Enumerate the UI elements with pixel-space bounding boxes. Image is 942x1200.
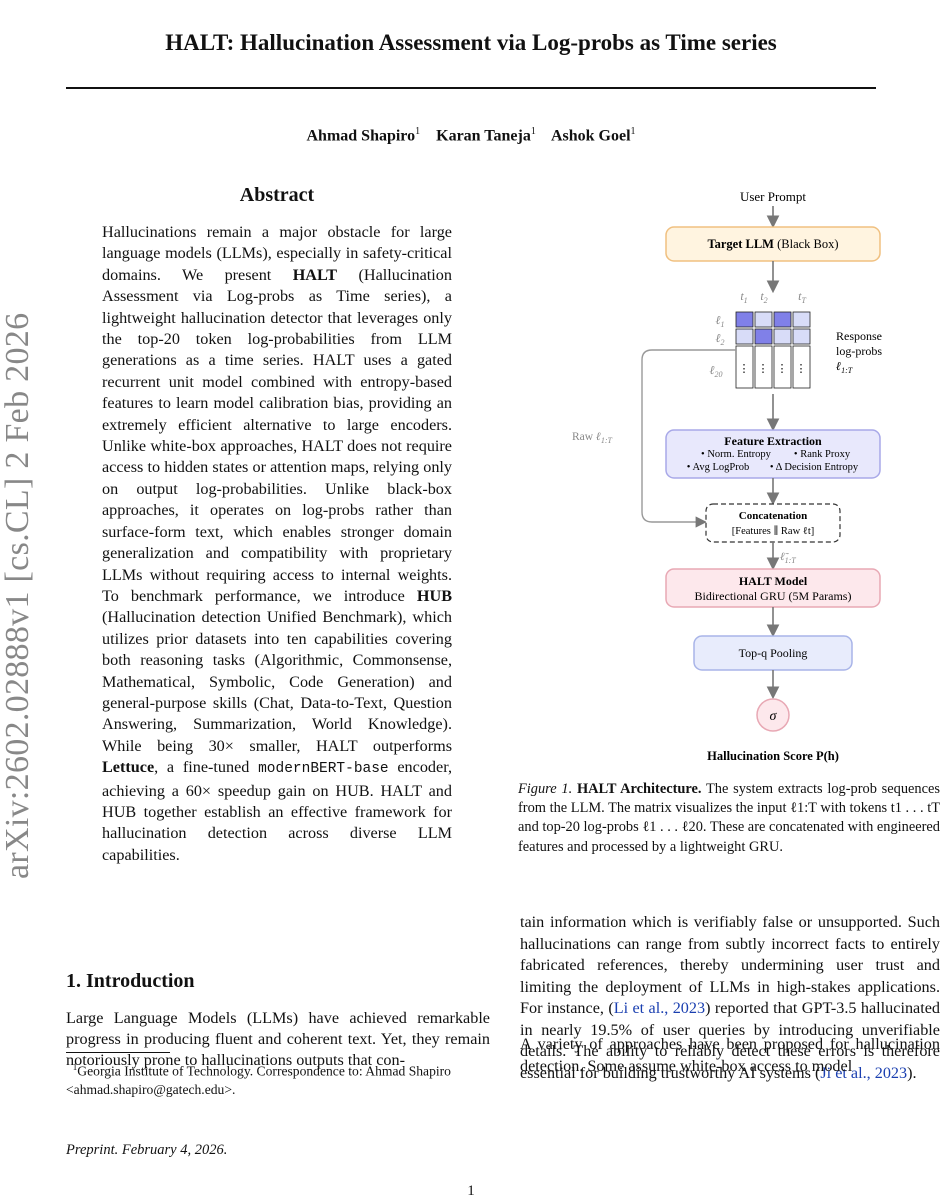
row-label: ℓ1 — [716, 313, 725, 329]
halt-architecture-figure: User Prompt Target LLM (Black Box) t1 t2… — [572, 189, 882, 763]
page-number: 1 — [467, 1183, 475, 1199]
sigmoid-node — [756, 698, 790, 732]
token-label: tT — [798, 289, 806, 305]
sigma-label: σ — [770, 709, 778, 724]
row-label: ℓ2 — [716, 331, 725, 347]
hub-name: HUB — [416, 586, 452, 605]
footnote: 1Georgia Institute of Technology. Corres… — [66, 1062, 451, 1097]
hallucination-score-label: Hallucination Score P(h) — [707, 749, 839, 763]
right-column-paragraph-1: tain information which is verifiably fal… — [520, 913, 941, 1082]
ell-tilde-label: ℓ̃1:T — [780, 551, 796, 565]
svg-text:⋮: ⋮ — [777, 363, 788, 375]
figure-caption: Figure 1. HALT Architecture. The system … — [518, 781, 940, 855]
arxiv-id: arXiv:2602.02888v1 [cs.CL] 2 Feb 2026 — [0, 312, 36, 879]
abstract-heading: Abstract — [239, 184, 315, 206]
concatenation-formula: [Features ∥ Raw ℓt] — [732, 525, 814, 537]
feature-item: • Δ Decision Entropy — [770, 462, 859, 473]
svg-text:⋮: ⋮ — [758, 363, 769, 375]
raw-label: Raw ℓ1:T — [572, 431, 613, 445]
user-prompt-label: User Prompt — [740, 189, 806, 204]
feature-item: • Norm. Entropy — [701, 449, 772, 460]
title-rule-top — [66, 87, 876, 89]
feature-extraction-title: Feature Extraction — [724, 434, 822, 448]
lettuce-name: Lettuce — [102, 758, 155, 777]
halt-name: HALT — [292, 265, 338, 284]
response-label: Response — [836, 329, 882, 343]
feature-item: • Avg LogProb — [687, 462, 749, 473]
intro-paragraph: Large Language Models (LLMs) have achiev… — [66, 1009, 490, 1069]
matrix-cell — [792, 311, 811, 328]
response-label: ℓ1:T — [836, 359, 853, 375]
response-label: log-probs — [836, 344, 882, 358]
author-name: Ahmad Shapiro — [306, 127, 416, 145]
footnote-rule — [66, 1052, 170, 1053]
matrix-cell — [754, 345, 773, 389]
citation-link[interactable]: Li et al., 2023 — [613, 999, 706, 1017]
svg-text:⋮: ⋮ — [796, 363, 807, 375]
matrix-cell — [754, 328, 773, 345]
token-label: t1 — [740, 289, 747, 305]
author-list: Ahmad Shapiro1 Karan Taneja1 Ashok Goel1 — [306, 126, 636, 145]
feature-item: • Rank Proxy — [794, 449, 851, 460]
svg-text:⋮: ⋮ — [739, 363, 750, 375]
section-heading-introduction: 1. Introduction — [66, 970, 195, 992]
logprob-matrix: ⋮ ⋮ ⋮ ⋮ — [735, 311, 811, 389]
arxiv-sidebar: arXiv:2602.02888v1 [cs.CL] 2 Feb 2026 — [0, 200, 40, 900]
matrix-cell — [735, 345, 754, 389]
target-llm-label: Target LLM (Black Box) — [707, 237, 838, 251]
token-label: t2 — [760, 289, 767, 305]
matrix-cell — [754, 311, 773, 328]
author-name: Karan Taneja — [436, 127, 531, 145]
concatenation-title: Concatenation — [739, 510, 807, 522]
right-column-paragraph-2: A variety of approaches have been propos… — [520, 1035, 940, 1075]
model-name: modernBERT-base — [258, 761, 389, 778]
halt-model-title: HALT Model — [739, 574, 808, 588]
citation-link[interactable]: Ji et al., 2023 — [820, 1063, 908, 1082]
preprint-date: Preprint. February 4, 2026. — [66, 1142, 228, 1158]
matrix-cell — [792, 328, 811, 345]
matrix-cell — [735, 328, 754, 345]
matrix-cell — [735, 311, 754, 328]
matrix-cell — [792, 345, 811, 389]
paper-title: HALT: Hallucination Assessment via Log-p… — [165, 30, 777, 55]
row-label: ℓ20 — [710, 363, 723, 379]
matrix-cell — [773, 328, 792, 345]
halt-model-subtitle: Bidirectional GRU (5M Params) — [695, 589, 852, 603]
abstract-body: Hallucinations remain a major obstacle f… — [102, 223, 452, 864]
matrix-cell — [773, 345, 792, 389]
author-name: Ashok Goel — [550, 127, 631, 145]
matrix-cell — [773, 311, 792, 328]
top-q-pooling-label: Top-q Pooling — [739, 646, 808, 660]
